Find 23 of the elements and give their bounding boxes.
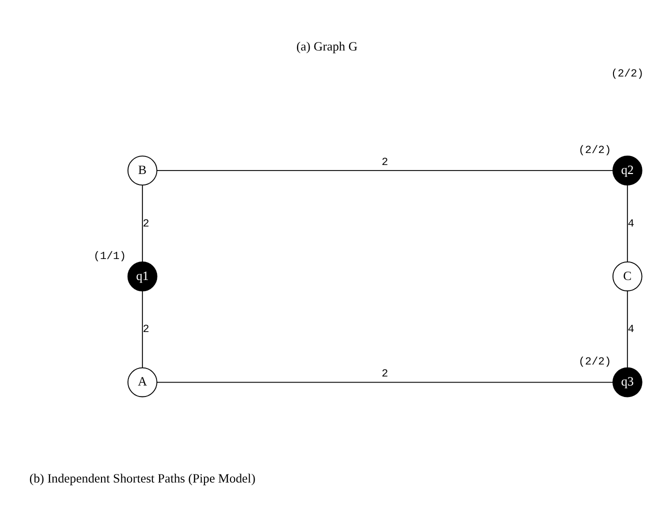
connector bbox=[156, 381, 614, 382]
connector bbox=[626, 290, 628, 368]
edge-label: 2 bbox=[142, 218, 150, 230]
edge-label: 2 bbox=[382, 156, 388, 168]
node-label: (2/2) bbox=[578, 356, 612, 368]
edge-label: 2 bbox=[382, 368, 388, 380]
edge-label: 2 bbox=[142, 324, 150, 336]
node-circle: C bbox=[612, 260, 642, 291]
caption: (b) Independent Shortest Paths (Pipe Model) bbox=[29, 470, 256, 485]
node-circle: q1 bbox=[127, 260, 158, 291]
diagram-title: (a) Graph G bbox=[296, 38, 358, 53]
node-circle: B bbox=[127, 155, 158, 185]
node-label: (1/1) bbox=[94, 250, 126, 262]
connector bbox=[142, 290, 143, 368]
node-circle: A bbox=[127, 366, 158, 397]
node-label: (2/2) bbox=[578, 144, 612, 156]
connector bbox=[142, 184, 143, 262]
node-circle: q2 bbox=[612, 155, 642, 185]
connector bbox=[626, 184, 628, 262]
label: (2/2) bbox=[611, 68, 644, 80]
node-circle: q3 bbox=[612, 366, 642, 397]
edge-label: 4 bbox=[628, 218, 634, 230]
edge-label: 4 bbox=[628, 324, 634, 336]
